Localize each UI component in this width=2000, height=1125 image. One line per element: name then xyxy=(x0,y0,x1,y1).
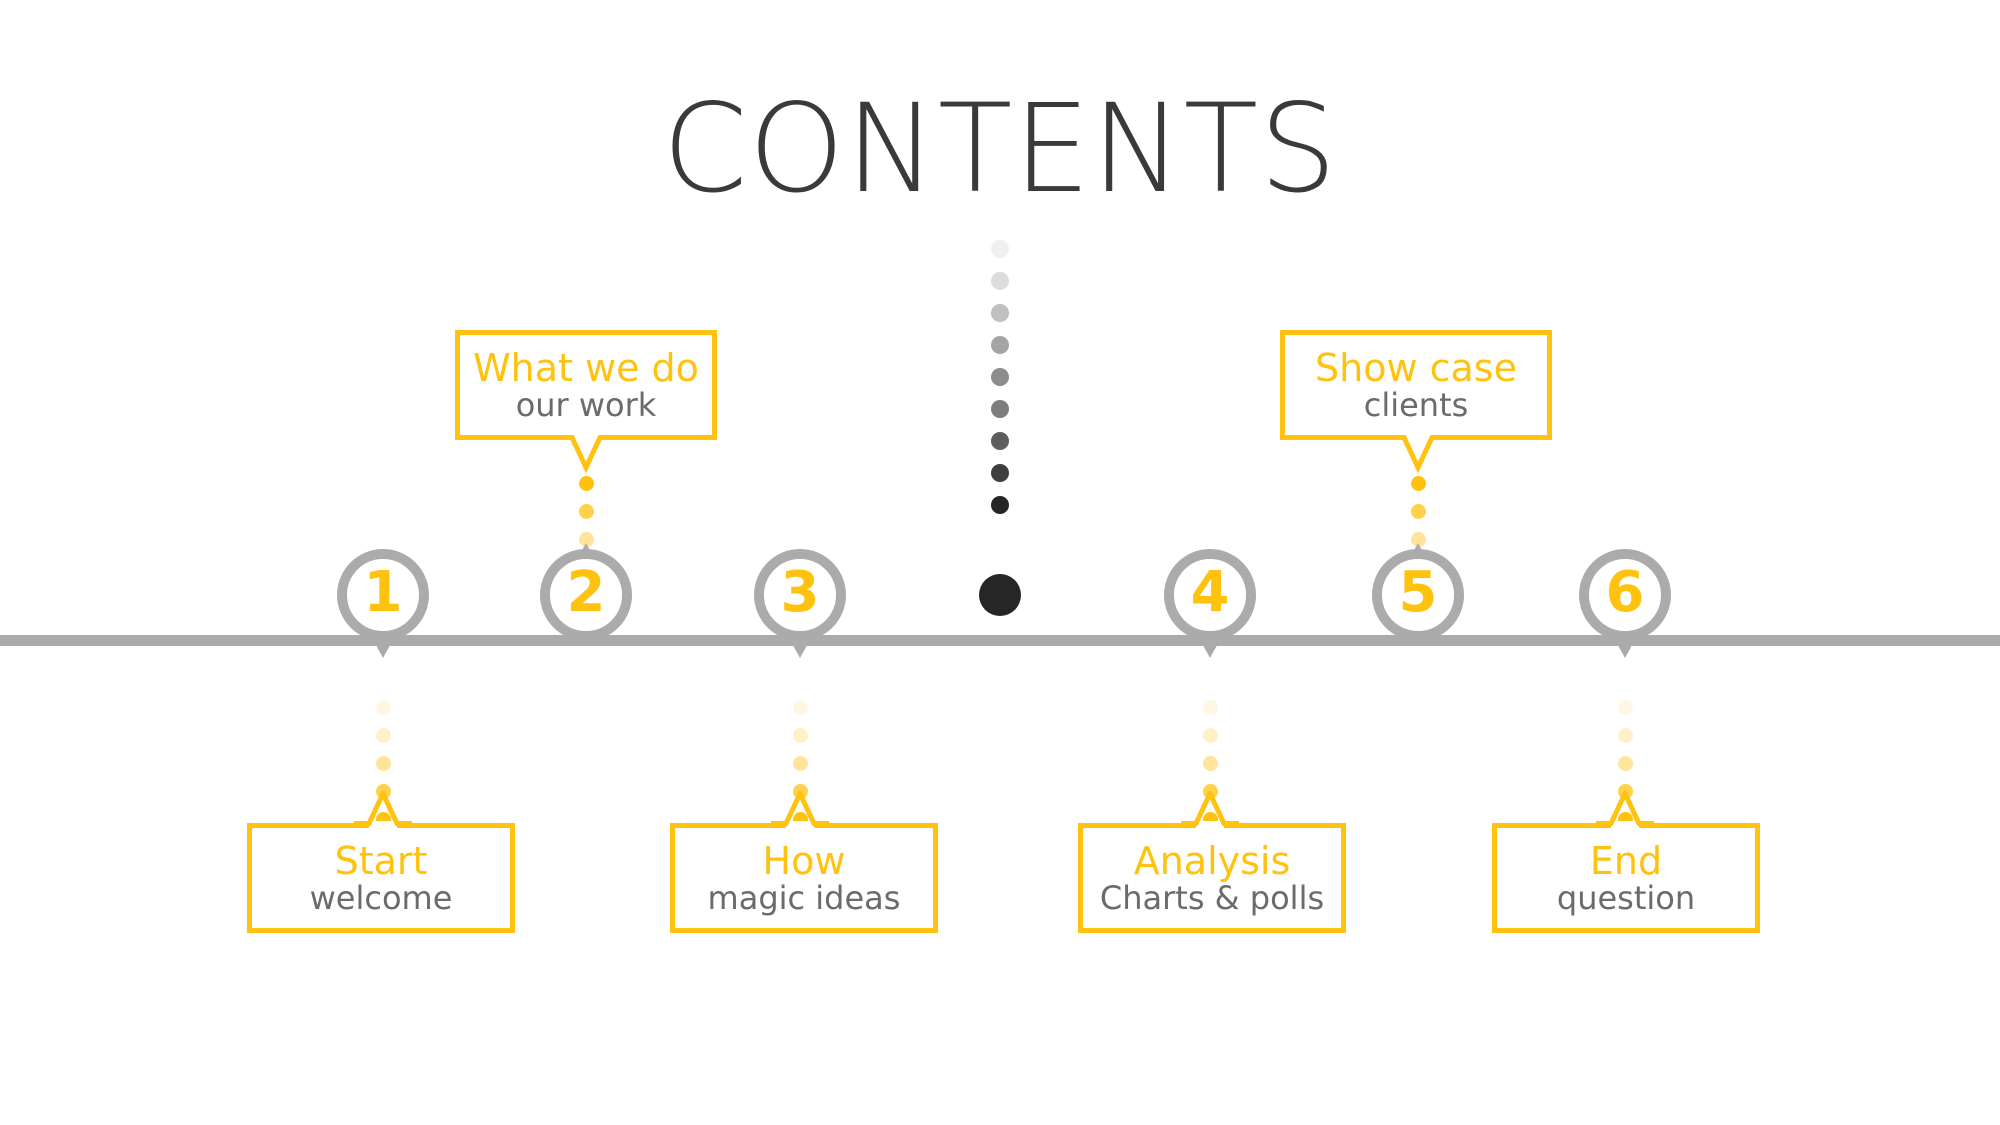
connector-dot-3 xyxy=(1618,756,1633,771)
connector-dot-3 xyxy=(793,756,808,771)
connector-bottom-end xyxy=(1618,700,1633,827)
node-number-label: 2 xyxy=(566,560,606,625)
node-number-label: 4 xyxy=(1190,560,1230,625)
timeline-node-4[interactable]: 4 xyxy=(1164,549,1256,641)
center-dot-4 xyxy=(991,336,1009,354)
connector-dot-4 xyxy=(376,784,391,799)
center-dot-7 xyxy=(991,432,1009,450)
timeline-node-2[interactable]: 2 xyxy=(540,549,632,641)
callout-subtitle: clients xyxy=(1363,385,1469,424)
center-dot-8 xyxy=(991,464,1009,482)
connector-bottom-start xyxy=(376,700,391,827)
callout-subtitle: our work xyxy=(515,385,657,424)
node-number-label: 6 xyxy=(1605,560,1645,625)
center-dot-9 xyxy=(991,496,1009,514)
timeline-node-6[interactable]: 6 xyxy=(1579,549,1671,641)
connector-dot-3 xyxy=(376,756,391,771)
connector-dot-1 xyxy=(1618,700,1633,715)
callout-subtitle: welcome xyxy=(309,878,453,917)
connector-dot-2 xyxy=(793,728,808,743)
connector-dot-1 xyxy=(793,700,808,715)
connector-dot-2 xyxy=(579,504,594,519)
connector-dot-2 xyxy=(1411,504,1426,519)
connector-dot-1 xyxy=(1203,700,1218,715)
page-title: CONTENTS xyxy=(662,78,1338,220)
connector-dot-2 xyxy=(1203,728,1218,743)
center-dot-6 xyxy=(991,400,1009,418)
pointer-down-how xyxy=(789,638,811,658)
timeline-node-5[interactable]: 5 xyxy=(1372,549,1464,641)
timeline-node-3[interactable]: 3 xyxy=(754,549,846,641)
callout-tail-what-we-do xyxy=(557,435,615,474)
connector-dot-1 xyxy=(579,476,594,491)
center-dot-5 xyxy=(991,368,1009,386)
connector-bottom-how xyxy=(793,700,808,827)
pointer-down-analysis xyxy=(1199,638,1221,658)
center-dot-3 xyxy=(991,304,1009,322)
callout-subtitle: question xyxy=(1556,878,1696,917)
timeline-node-1[interactable]: 1 xyxy=(337,549,429,641)
pointer-down-start xyxy=(372,638,394,658)
pointer-down-end xyxy=(1614,638,1636,658)
connector-bottom-analysis xyxy=(1203,700,1218,827)
callout-title: How xyxy=(762,838,846,883)
callout-title: End xyxy=(1589,838,1663,883)
timeline-axis xyxy=(0,635,2000,646)
callout-title: Start xyxy=(334,838,428,883)
connector-dot-4 xyxy=(1618,784,1633,799)
connector-dot-1 xyxy=(1411,476,1426,491)
connector-dot-1 xyxy=(376,700,391,715)
callout-title: Analysis xyxy=(1133,838,1291,883)
center-dotted-column xyxy=(991,240,1009,514)
center-dot-1 xyxy=(991,240,1009,258)
connector-dot-4 xyxy=(793,784,808,799)
callout-tail-show-case xyxy=(1389,435,1447,474)
callout-title: Show case xyxy=(1315,345,1517,390)
node-number-label: 5 xyxy=(1398,560,1438,625)
center-dot xyxy=(979,574,1021,616)
callout-subtitle: magic ideas xyxy=(707,878,901,917)
node-number-label: 3 xyxy=(780,560,820,625)
callout-title: What we do xyxy=(473,345,699,390)
callout-subtitle: Charts & polls xyxy=(1099,878,1325,917)
node-number-label: 1 xyxy=(363,560,403,625)
center-dot-2 xyxy=(991,272,1009,290)
connector-dot-2 xyxy=(1618,728,1633,743)
connector-dot-2 xyxy=(376,728,391,743)
connector-dot-3 xyxy=(1203,756,1218,771)
connector-dot-4 xyxy=(1203,784,1218,799)
